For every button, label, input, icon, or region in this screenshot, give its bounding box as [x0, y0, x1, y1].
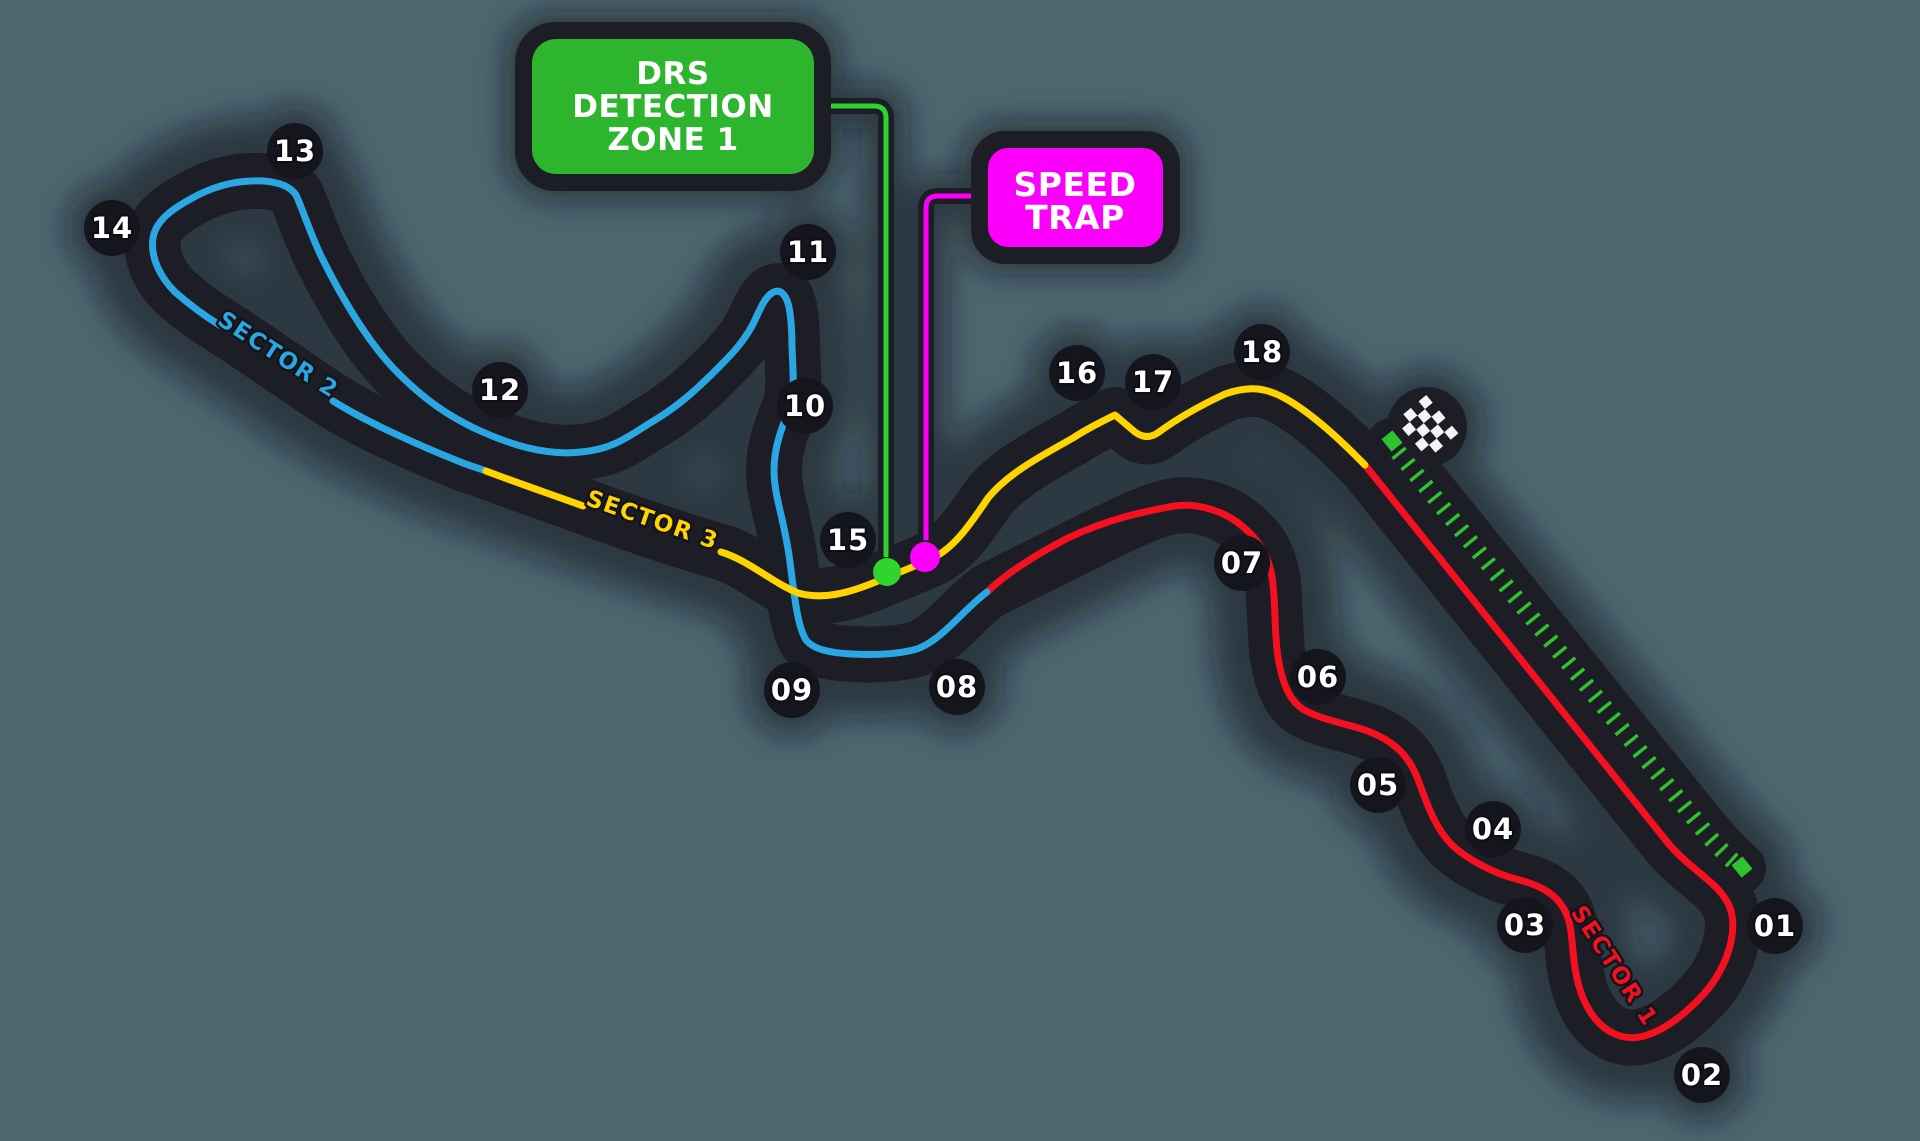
- drs-detection-dot: [873, 558, 901, 586]
- drs-zone-ticks: [1391, 446, 1740, 869]
- turn-badge: 09: [764, 662, 820, 718]
- turn-badge: 10: [777, 378, 833, 434]
- turn-badge: 04: [1465, 801, 1521, 857]
- turn-badges: 01 02 03 04 05 06 07 08 09 10 11 12 13 14 15 16 17 18: [84, 123, 1803, 1103]
- turn-badge-label: 17: [1132, 365, 1174, 399]
- turn-badge-label: 18: [1241, 335, 1283, 369]
- drs-zone-start-mark: [1381, 430, 1403, 452]
- turn-badge-label: 08: [936, 670, 978, 704]
- drs-detection-callout: DRS DETECTION ZONE 1: [515, 22, 831, 191]
- turn-badge: 16: [1049, 345, 1105, 401]
- turn-badge-circle: [472, 362, 528, 418]
- speed-trap-line2: TRAP: [1025, 198, 1125, 237]
- turn-badge-circle: [267, 123, 323, 179]
- turn-badge-circle: [764, 662, 820, 718]
- turn-badge-circle: [777, 378, 833, 434]
- speed-trap-box: [988, 148, 1163, 247]
- turn-badge-label: 15: [827, 523, 869, 557]
- turn-badge: 14: [84, 200, 140, 256]
- turn-badge-circle: [1234, 324, 1290, 380]
- turn-badge-circle: [1465, 801, 1521, 857]
- turn-badge-circle: [1747, 898, 1803, 954]
- turn-badge-label: 14: [91, 211, 133, 245]
- turn-badge-label: 03: [1504, 908, 1546, 942]
- turn-badge: 07: [1214, 535, 1270, 591]
- turn-badge-circle: [929, 659, 985, 715]
- turn-badge-label: 09: [771, 673, 813, 707]
- sector3-line-a: [482, 467, 587, 510]
- drs-callout-line1: DRS: [636, 56, 709, 92]
- turn-badge: 13: [267, 123, 323, 179]
- drs-connector-line: [814, 103, 889, 557]
- turn-badge-label: 16: [1056, 356, 1098, 390]
- turn-badge-label: 06: [1297, 660, 1339, 694]
- turn-badge-label: 10: [784, 389, 826, 423]
- turn-badge: 15: [820, 512, 876, 568]
- checkered-flag-icon: [1395, 394, 1459, 460]
- turn-badge: 02: [1674, 1047, 1730, 1103]
- turn-badge-circle: [1214, 535, 1270, 591]
- turn-badge-label: 04: [1472, 812, 1514, 846]
- speed-trap-callout: SPEED TRAP: [971, 131, 1180, 264]
- turn-badge-circle: [1290, 649, 1346, 705]
- turn-badge-circle: [1049, 345, 1105, 401]
- drs-callout-box: [532, 39, 814, 174]
- turn-badge: 03: [1497, 897, 1553, 953]
- turn-badge-label: 05: [1357, 768, 1399, 802]
- turn-badge: 05: [1350, 757, 1406, 813]
- speed-trap-line1: SPEED: [1014, 165, 1137, 204]
- turn-badge-label: 02: [1681, 1058, 1723, 1092]
- sector3-line-b: [717, 385, 1369, 600]
- turn-badge-label: 11: [787, 235, 829, 269]
- sector2-line-b: [329, 397, 490, 475]
- speed-trap-connector-line: [923, 193, 988, 540]
- turn-badge: 18: [1234, 324, 1290, 380]
- turn-badge: 17: [1125, 354, 1181, 410]
- turn-badge-label: 13: [274, 134, 316, 168]
- speed-trap-dot: [910, 542, 940, 572]
- turn-badge-label: 12: [479, 373, 521, 407]
- drs-zone-end-mark: [1731, 856, 1753, 878]
- turn-badge: 12: [472, 362, 528, 418]
- turn-badge-circle: [1350, 757, 1406, 813]
- turn-badge-label: 01: [1754, 909, 1796, 943]
- turn-badge: 01: [1747, 898, 1803, 954]
- drs-callout-line3: ZONE 1: [607, 122, 738, 158]
- turn-badge: 06: [1290, 649, 1346, 705]
- turn-badge-circle: [820, 512, 876, 568]
- sector1-line: [983, 461, 1737, 1042]
- turn-badge-circle: [84, 200, 140, 256]
- turn-badge-circle: [780, 224, 836, 280]
- turn-badge-circle: [1674, 1047, 1730, 1103]
- turn-badge-circle: [1125, 354, 1181, 410]
- turn-badge-label: 07: [1221, 546, 1263, 580]
- drs-callout-line2: DETECTION: [572, 89, 773, 125]
- turn-badge-circle: [1497, 897, 1553, 953]
- turn-badge: 11: [780, 224, 836, 280]
- turn-badge: 08: [929, 659, 985, 715]
